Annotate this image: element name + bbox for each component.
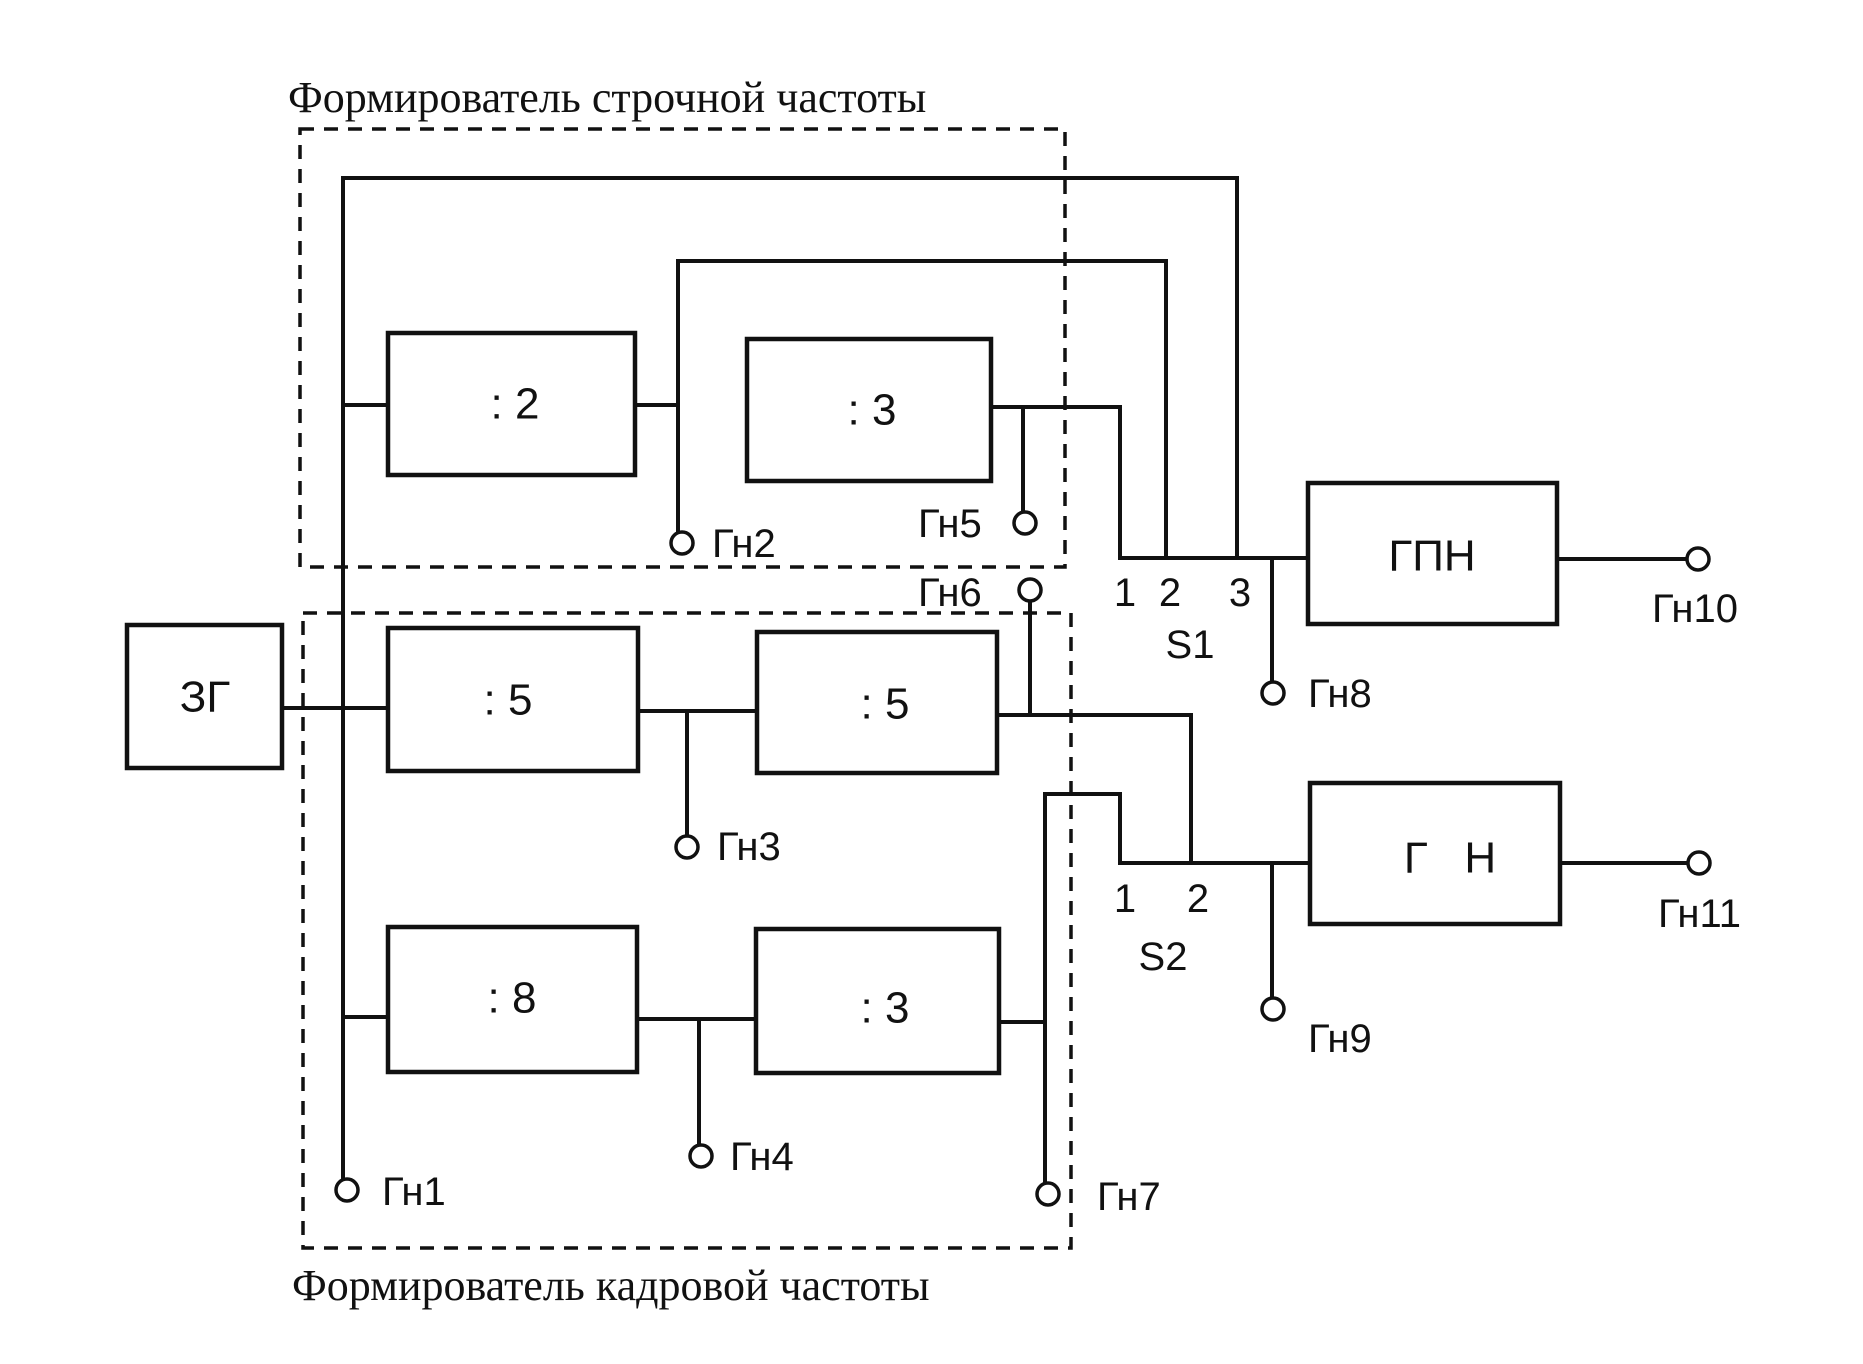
div3-line-output-wire (989, 405, 1311, 560)
switch-s2-pin-1: 1 (1114, 877, 1136, 921)
master-oscillator-block: ЗГ (124, 622, 285, 771)
jack-gn6[interactable]: Гн6 (918, 571, 1043, 615)
jack-gn5-label: Гн5 (918, 502, 982, 546)
div5b-output-wire (995, 713, 1193, 865)
socket-icon (674, 834, 700, 860)
divider-3-line-block: : 3 (744, 336, 994, 484)
switch-s2-label: S2 (1139, 935, 1188, 979)
main-bus-wire (341, 176, 1239, 1180)
line-frequency-former-frame (298, 127, 1067, 569)
gn7-wire (1043, 792, 1312, 1185)
socket-icon (1260, 996, 1286, 1022)
socket-icon (669, 530, 695, 556)
jack-gn2-label: Гн2 (712, 522, 776, 566)
jack-gn1-label: Гн1 (382, 1170, 446, 1214)
divider-8-block: : 8 (385, 924, 640, 1075)
socket-icon (1017, 577, 1043, 603)
gn-block: Г Н (1307, 780, 1563, 927)
divider-5a-label: : 5 (484, 676, 533, 725)
divider-3-frame-label: : 3 (861, 984, 910, 1033)
jack-gn5[interactable]: Гн5 (918, 502, 1038, 546)
jack-gn11[interactable]: Гн11 (1658, 850, 1741, 936)
jack-gn3[interactable]: Гн3 (674, 825, 781, 869)
jack-gn4-label: Гн4 (730, 1135, 794, 1179)
jack-gn1[interactable]: Гн1 (334, 1170, 446, 1214)
divider-5a-block: : 5 (385, 625, 641, 774)
jack-gn10[interactable]: Гн10 (1652, 546, 1738, 631)
master-oscillator-label: ЗГ (180, 673, 231, 722)
jack-gn11-label: Гн11 (1658, 892, 1741, 936)
div2-output-wire (676, 259, 1168, 560)
gpn-block: ГПН (1305, 480, 1560, 627)
divider-5b-label: : 5 (861, 680, 910, 729)
gn-label: Г Н (1404, 834, 1496, 883)
divider-8-label: : 8 (488, 974, 537, 1023)
socket-icon (1686, 850, 1712, 876)
divider-2-block: : 2 (385, 330, 638, 478)
jack-gn8[interactable]: Гн8 (1260, 672, 1372, 716)
jack-gn6-label: Гн6 (918, 571, 982, 615)
jack-gn9-label: Гн9 (1308, 1017, 1372, 1061)
socket-icon (1035, 1181, 1061, 1207)
socket-icon (1012, 510, 1038, 536)
divider-3-line-label: : 3 (848, 386, 897, 435)
frame-frequency-former-title: Формирователь кадровой частоты (292, 1261, 930, 1310)
frame-frequency-former-frame (301, 611, 1073, 1250)
socket-icon (1260, 680, 1286, 706)
socket-icon (334, 1177, 360, 1203)
switch-s1[interactable]: 1 2 3 S1 (1114, 571, 1251, 667)
wires (280, 176, 1690, 1185)
socket-icon (1685, 546, 1711, 572)
divider-5b-block: : 5 (754, 629, 1000, 776)
switch-s2[interactable]: 1 2 S2 (1114, 877, 1209, 979)
socket-icon (688, 1143, 714, 1169)
jack-gn9[interactable]: Гн9 (1260, 996, 1372, 1061)
line-frequency-former-title: Формирователь строчной частоты (288, 73, 926, 122)
jack-gn7-label: Гн7 (1097, 1175, 1161, 1219)
switch-s2-pin-2: 2 (1187, 877, 1209, 921)
jack-gn3-label: Гн3 (717, 825, 781, 869)
switch-s1-label: S1 (1166, 623, 1215, 667)
switch-s1-pin-3: 3 (1229, 571, 1251, 615)
jack-gn8-label: Гн8 (1308, 672, 1372, 716)
switch-s1-pin-1: 1 (1114, 571, 1136, 615)
jack-gn2[interactable]: Гн2 (669, 522, 776, 566)
divider-2-label: : 2 (491, 380, 540, 429)
jack-gn7[interactable]: Гн7 (1035, 1175, 1161, 1219)
jack-gn10-label: Гн10 (1652, 587, 1738, 631)
switch-s1-pin-2: 2 (1159, 571, 1181, 615)
jack-gn4[interactable]: Гн4 (688, 1135, 794, 1179)
divider-3-frame-block: : 3 (753, 926, 1002, 1076)
gpn-label: ГПН (1388, 532, 1475, 581)
